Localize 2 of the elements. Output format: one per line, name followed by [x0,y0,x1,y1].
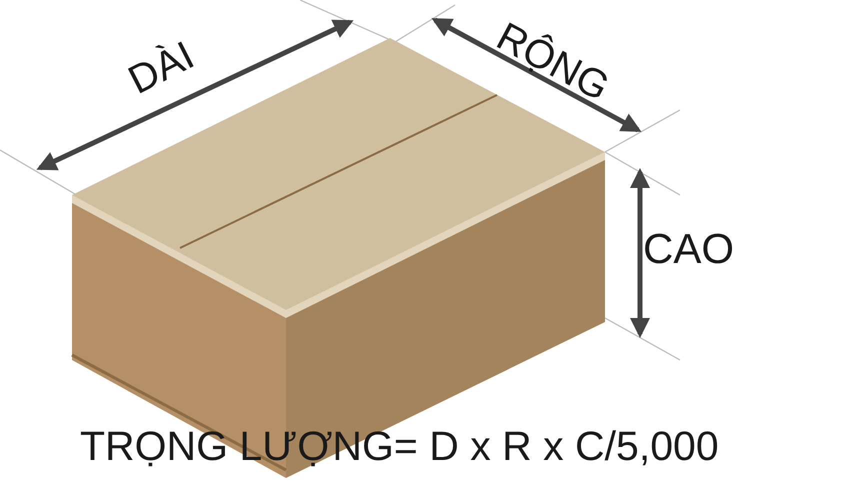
dimension-label: DÀI [122,35,200,101]
dimension-label: CAO [643,228,734,270]
